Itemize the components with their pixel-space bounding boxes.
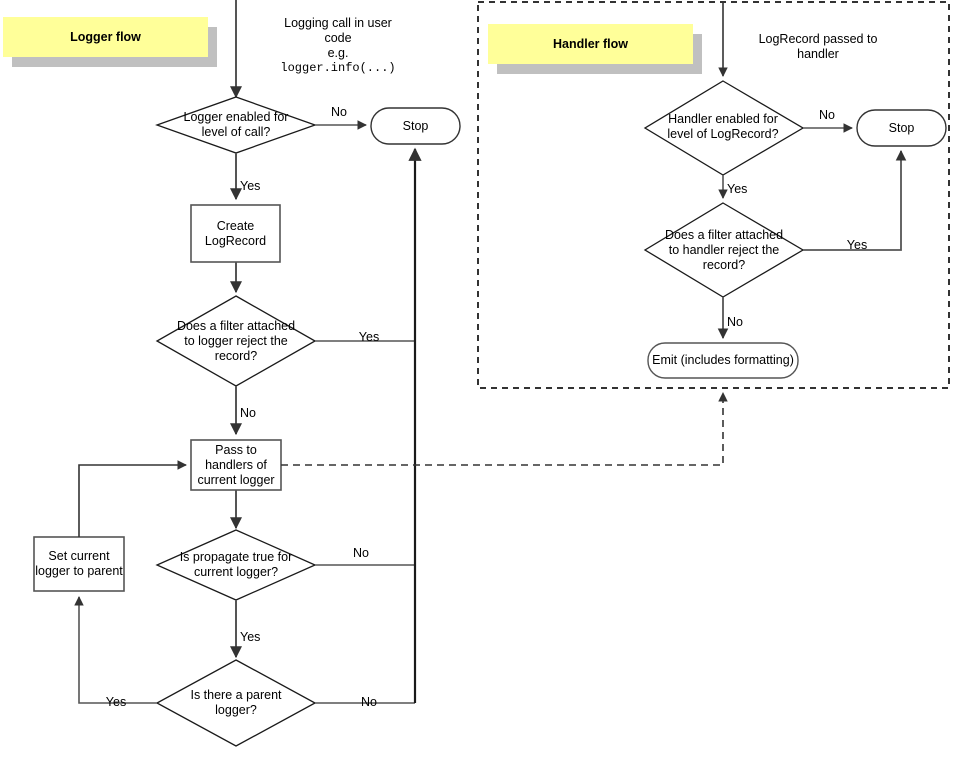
node-logger-filter-reject-shape — [155, 295, 317, 387]
node-stop-handler-shape — [856, 109, 947, 147]
edge-set-parent-to-pass — [78, 460, 187, 537]
label-handler-filter-no: No — [727, 315, 743, 329]
node-handler-filter-reject-shape — [643, 202, 805, 298]
label-logger-enabled-no: No — [331, 105, 347, 119]
label-logger-filter-no: No — [240, 406, 256, 420]
node-stop-logger-shape — [370, 107, 461, 145]
label-handler-filter-yes: Yes — [846, 238, 868, 252]
logging-call-caption-line2: code — [324, 31, 352, 45]
node-is-propagate-true-shape — [155, 529, 317, 601]
handler-flow-banner-label: Handler flow — [552, 37, 628, 51]
logrecord-caption-line2: handler — [797, 47, 839, 61]
logrecord-caption: LogRecord passed to handler — [728, 32, 908, 62]
label-propagate-no: No — [353, 546, 369, 560]
node-is-there-parent-logger-shape — [155, 659, 317, 747]
logging-call-caption-code: logger.info(...) — [280, 61, 396, 75]
node-set-current-logger-to-parent-shape — [33, 536, 125, 592]
node-logger-enabled-shape — [155, 96, 317, 154]
label-parent-yes: Yes — [105, 695, 127, 709]
node-handler-enabled-shape — [643, 80, 805, 176]
label-handler-enabled-yes: Yes — [727, 182, 748, 196]
edge-pass-to-handler-flow — [281, 392, 728, 466]
node-create-logrecord-shape — [190, 204, 281, 263]
logger-flow-banner-label: Logger flow — [70, 30, 141, 44]
label-logger-enabled-yes: Yes — [240, 179, 261, 193]
logrecord-caption-line1: LogRecord passed to — [758, 32, 878, 46]
node-emit-shape — [647, 342, 799, 379]
node-pass-to-handlers-shape — [190, 439, 282, 491]
label-propagate-yes: Yes — [240, 630, 261, 644]
edge-parent-yes — [74, 596, 157, 704]
handler-flow-banner-fill: Handler flow — [488, 24, 693, 64]
handler-panel-border — [477, 1, 950, 389]
label-logger-filter-yes: Yes — [358, 330, 380, 344]
logging-call-caption: Logging call in user code e.g. logger.in… — [243, 16, 433, 76]
label-handler-enabled-no: No — [819, 108, 835, 122]
label-parent-no: No — [361, 695, 377, 709]
edge-handler-filter-yes — [803, 149, 907, 251]
logging-call-caption-line1: Logging call in user — [284, 16, 392, 30]
logging-call-caption-line3: e.g. — [327, 46, 349, 60]
logger-flow-banner-fill: Logger flow — [3, 17, 208, 57]
